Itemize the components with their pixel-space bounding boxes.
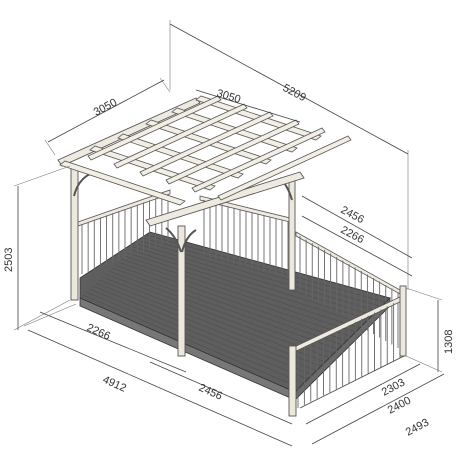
back-left-spindles	[81, 194, 169, 274]
roof-batten	[87, 95, 222, 161]
dim-5209	[169, 23, 409, 155]
deck-plank	[127, 252, 360, 329]
ext-1308-b	[405, 355, 443, 373]
dim-4912	[27, 329, 293, 447]
post-front-middle	[177, 225, 186, 357]
ext-2503-a	[13, 165, 71, 187]
deck	[79, 231, 391, 401]
ext-2503-b	[13, 299, 71, 331]
dim-3050-right	[195, 89, 301, 123]
label-5209: 5209	[281, 82, 308, 104]
dim-2266-lower	[39, 311, 187, 373]
dim-2400	[305, 363, 421, 425]
dim-2303	[299, 355, 405, 409]
label-4912: 4912	[101, 374, 128, 395]
dim-2456-upper	[301, 195, 413, 259]
dim-2456-lower	[149, 361, 293, 425]
knee-braces	[73, 173, 293, 253]
roof-batten	[191, 127, 326, 193]
label-2456-lower: 2456	[197, 382, 224, 403]
deck-plank	[134, 246, 369, 320]
rafter	[59, 160, 186, 206]
deck-plank	[137, 243, 373, 316]
label-1308: 1308	[443, 330, 455, 354]
back-right-spindles	[203, 200, 289, 278]
post-side-corner	[399, 285, 407, 357]
label-2456-upper: 2456	[339, 204, 366, 226]
post-front-right	[288, 345, 297, 417]
side-railing	[295, 231, 401, 348]
deck-plank	[130, 249, 365, 324]
roof-batten	[113, 103, 248, 169]
roof-batten	[165, 119, 300, 185]
brace-middle-right	[181, 229, 197, 253]
deck-plank	[89, 288, 309, 380]
ext-4912-a	[23, 303, 77, 327]
deck-plank	[114, 264, 343, 346]
label-2503: 2503	[3, 248, 15, 272]
label-2266-lower: 2266	[85, 322, 112, 343]
posts	[70, 167, 407, 417]
dim-2266-upper	[301, 215, 413, 277]
deck-plank	[105, 273, 330, 359]
brace-left	[73, 173, 91, 197]
dimension-lines	[13, 20, 445, 447]
beam-front	[145, 171, 305, 227]
dim-2493	[311, 373, 445, 445]
deck-plank	[121, 258, 352, 337]
rafters	[59, 95, 352, 206]
ext-3050-a	[44, 139, 56, 156]
ext-1308-a	[405, 287, 443, 301]
deck-plank	[92, 285, 313, 376]
deck-plank	[146, 234, 386, 303]
deck-plank	[95, 282, 317, 371]
label-3050-left: 3050	[92, 97, 119, 119]
deck-plank	[124, 255, 356, 333]
deck-plank	[118, 261, 347, 341]
deck-plank	[108, 270, 334, 354]
deck-plank	[83, 294, 300, 388]
deck-planks	[83, 234, 386, 388]
label-2266-upper: 2266	[339, 224, 366, 246]
roof-batten	[139, 111, 274, 177]
deck-plank	[99, 279, 321, 367]
label-2493: 2493	[404, 417, 431, 439]
ext-3050-b	[159, 77, 171, 93]
deck-plank	[102, 276, 326, 363]
brace-middle-left	[165, 227, 182, 253]
deck-plank	[86, 291, 304, 384]
label-2400: 2400	[386, 395, 413, 417]
deck-plank	[111, 267, 339, 350]
roof-batten	[217, 135, 352, 201]
dim-3050-left	[47, 79, 165, 143]
